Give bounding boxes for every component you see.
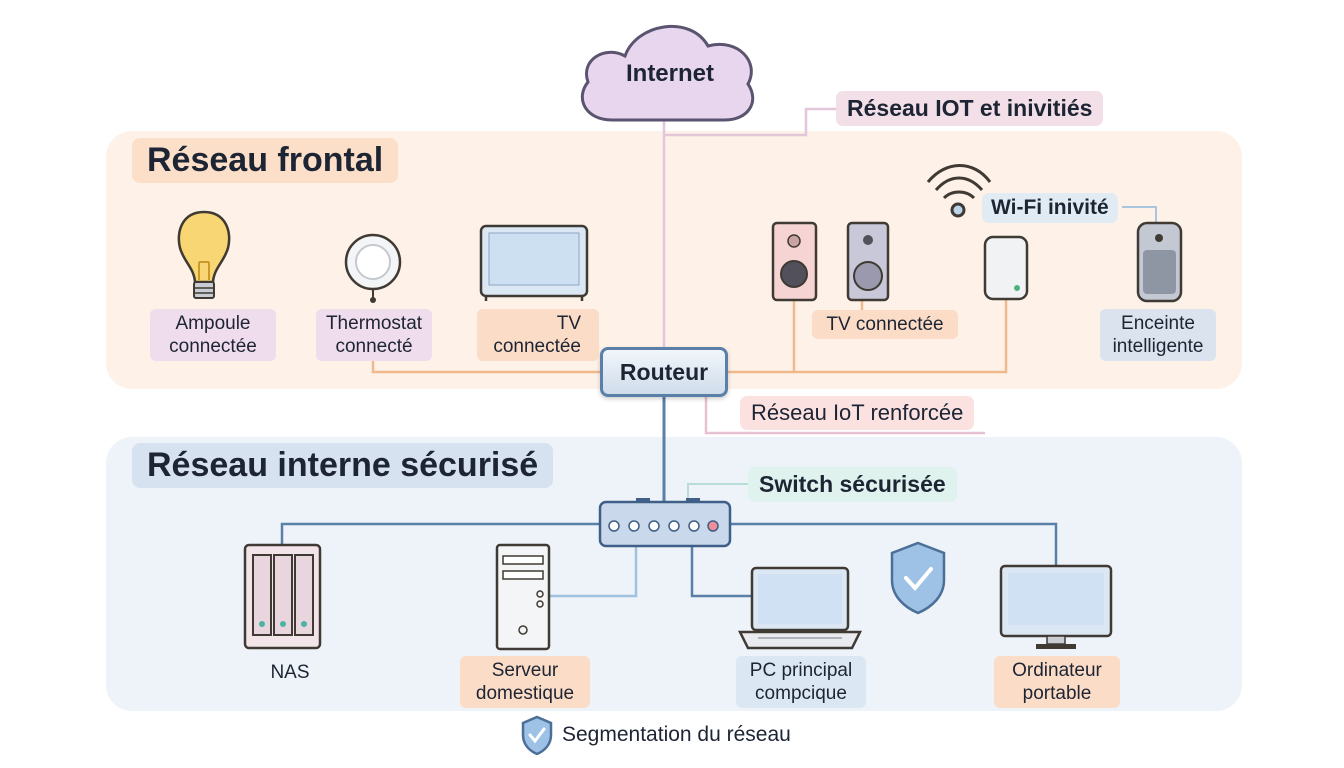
switch-tag: Switch sécurisée: [748, 467, 957, 502]
thermostat-label: Thermostat connecté: [316, 309, 432, 361]
tv-label: TV connectée: [477, 309, 599, 361]
server-label: Serveur domestique: [460, 656, 590, 708]
iot-guests-tag: Réseau IOT et inivitiés: [836, 91, 1104, 126]
front-link-left: [371, 357, 600, 374]
iot-guests-leader: [664, 107, 836, 137]
bulb-label: Ampoule connectée: [150, 309, 276, 361]
footer-label: Segmentation du réseau: [562, 723, 791, 746]
nas-link: [280, 522, 600, 545]
footer-legend: Segmentation du réseau: [520, 713, 791, 757]
server-link: [550, 546, 638, 598]
shield-icon: [521, 715, 553, 755]
wifi-leader: [1122, 206, 1157, 222]
laptop-label: Ordinateur portable: [994, 656, 1120, 708]
nas-label: NAS: [270, 662, 310, 683]
iot-hardened-leader: [704, 397, 985, 435]
router-label: Routeur: [619, 359, 709, 385]
monitor-link: [730, 522, 1058, 566]
wifi-guest-tag: Wi-Fi inivité: [982, 193, 1118, 223]
front-link-right: [728, 300, 1008, 374]
cloud-label: Internet: [625, 60, 714, 87]
internal-zone-title: Réseau interne sécurisé: [132, 443, 554, 488]
tv-connected-label: TV connectée: [812, 310, 958, 339]
frontal-zone-title: Réseau frontal: [132, 138, 399, 183]
pc-label: PC principal compcique: [736, 656, 866, 708]
switch-leader: [687, 483, 748, 502]
laptop-link: [690, 546, 752, 598]
iot-hardened-tag: Réseau IoT renforcée: [740, 396, 975, 430]
smart-speaker-label: Enceinte intelligente: [1100, 309, 1216, 361]
router-box: Routeur: [600, 347, 728, 397]
